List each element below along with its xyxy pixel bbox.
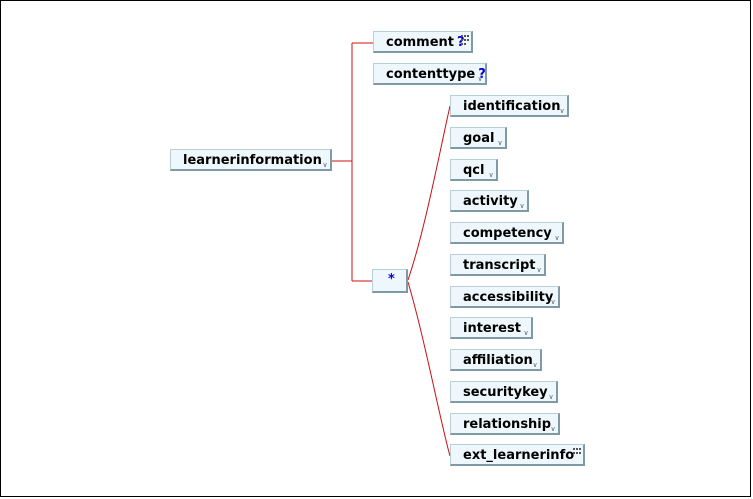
- expand-icon[interactable]: ∨: [548, 393, 554, 401]
- node-label: learnerinformation: [183, 153, 322, 168]
- expand-icon[interactable]: ∨: [559, 107, 565, 115]
- optional-marker: ?: [457, 35, 465, 50]
- node-label: interest: [463, 321, 521, 336]
- grid-icon[interactable]: [461, 35, 469, 45]
- expand-icon[interactable]: ∨: [497, 139, 503, 147]
- node-transcript[interactable]: transcript ∨: [450, 254, 546, 276]
- grid-icon[interactable]: [573, 448, 581, 458]
- node-accessibility[interactable]: accessibility ∨: [450, 286, 560, 308]
- node-label: competency: [463, 226, 552, 241]
- repeat-marker: *: [388, 272, 395, 287]
- node-securitykey[interactable]: securitykey ∨: [450, 381, 558, 403]
- expand-icon[interactable]: ∨: [322, 161, 328, 169]
- expand-icon[interactable]: ∨: [519, 202, 525, 210]
- expand-icon[interactable]: ∨: [523, 329, 529, 337]
- node-ext_learnerinfo[interactable]: ext_learnerinfo: [450, 444, 585, 466]
- expand-icon[interactable]: ∨: [488, 171, 494, 179]
- node-label: transcript: [463, 258, 536, 273]
- node-label: contenttype?: [386, 67, 486, 82]
- node-label: identification: [463, 99, 561, 114]
- node-label: securitykey: [463, 385, 548, 400]
- expand-icon[interactable]: ∨: [536, 266, 542, 274]
- node-label: qcl: [463, 163, 485, 178]
- node-relationship[interactable]: relationship ∨: [450, 413, 560, 435]
- node-label: activity: [463, 194, 518, 209]
- expand-icon[interactable]: ∨: [554, 234, 560, 242]
- node-contenttype[interactable]: contenttype? ∨: [373, 63, 487, 85]
- node-activity[interactable]: activity ∨: [450, 190, 529, 212]
- node-identification[interactable]: identification ∨: [450, 95, 569, 117]
- node-label: comment?: [386, 35, 465, 50]
- node-interest[interactable]: interest ∨: [450, 317, 533, 339]
- node-label: ext_learnerinfo: [463, 448, 575, 463]
- node-comment[interactable]: comment?: [373, 31, 473, 53]
- node-label: relationship: [463, 417, 552, 432]
- expand-icon[interactable]: ∨: [477, 75, 483, 83]
- choice-fan-lower: [407, 281, 451, 457]
- expand-icon[interactable]: ∨: [532, 361, 538, 369]
- node-affiliation[interactable]: affiliation ∨: [450, 349, 542, 371]
- node-label: affiliation: [463, 353, 533, 368]
- choice-compositor[interactable]: *: [372, 269, 408, 293]
- expand-icon[interactable]: ∨: [550, 298, 556, 306]
- node-label: goal: [463, 131, 495, 146]
- node-goal[interactable]: goal ∨: [450, 127, 507, 149]
- optional-marker: ?: [478, 67, 486, 82]
- node-qcl[interactable]: qcl ∨: [450, 159, 498, 181]
- node-competency[interactable]: competency ∨: [450, 222, 564, 244]
- node-learnerinformation[interactable]: learnerinformation ∨: [170, 149, 332, 171]
- expand-icon[interactable]: ∨: [550, 425, 556, 433]
- node-label: accessibility: [463, 290, 554, 305]
- choice-fan-upper: [407, 105, 451, 281]
